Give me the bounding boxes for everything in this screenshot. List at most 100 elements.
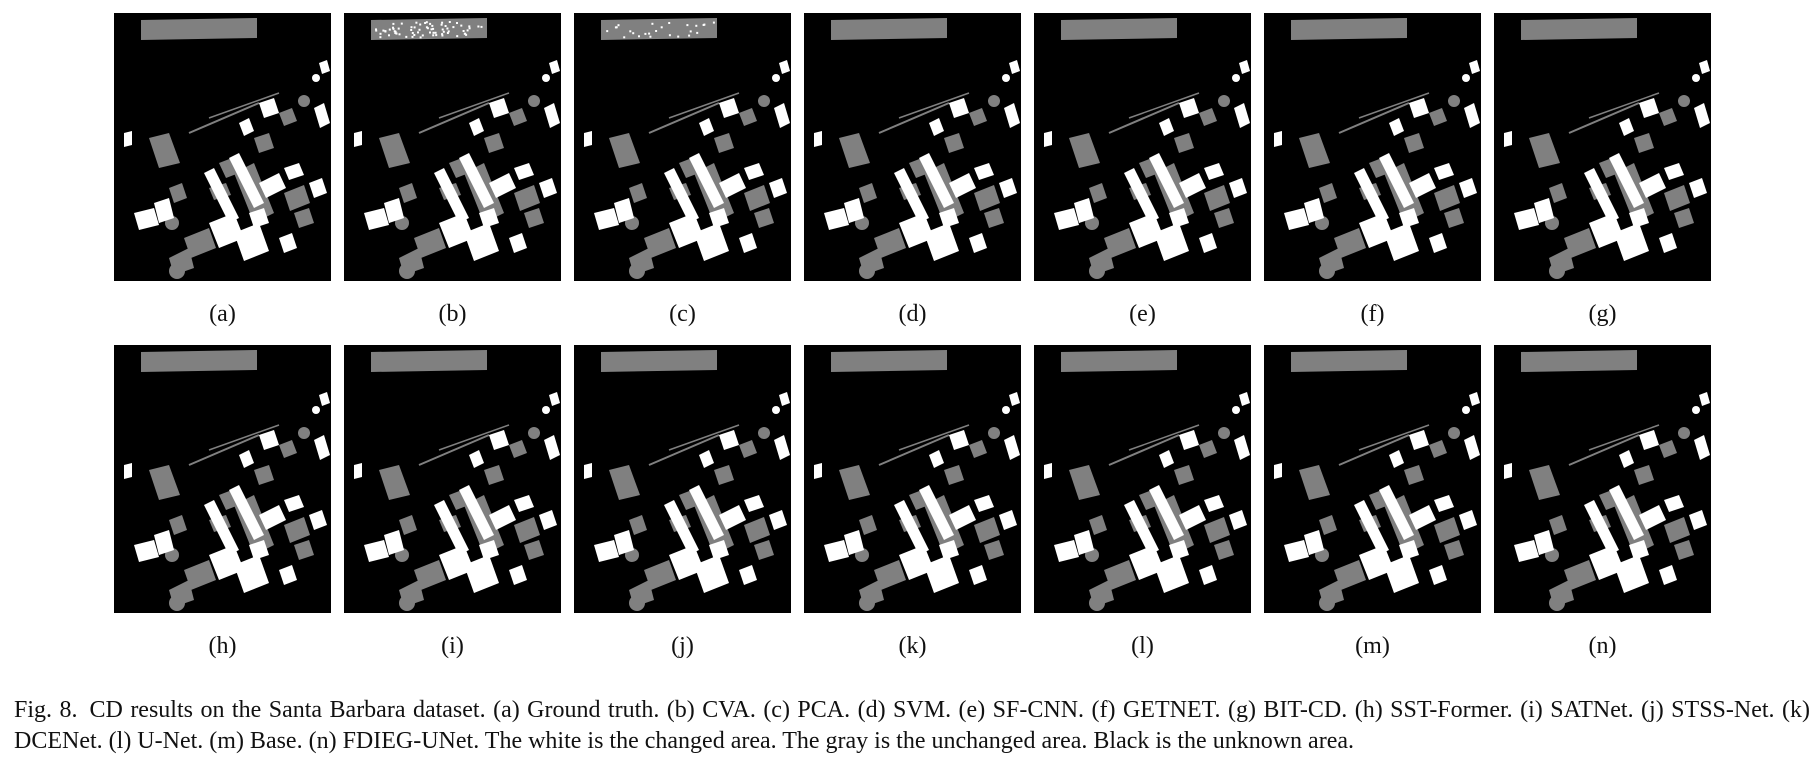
unchanged-region	[254, 465, 274, 485]
unchanged-region	[298, 427, 310, 439]
changed-region	[544, 103, 560, 128]
changed-region	[1462, 74, 1470, 82]
result-panel	[1034, 345, 1251, 613]
unchanged-region	[279, 440, 297, 458]
unchanged-region	[1338, 102, 1410, 134]
unchanged-region	[874, 228, 906, 258]
unchanged-region	[1174, 465, 1194, 485]
panel-label: (e)	[1129, 301, 1156, 327]
unchanged-region	[859, 515, 877, 535]
unchanged-region	[524, 208, 544, 228]
unchanged-region	[514, 517, 540, 543]
noise-speck	[395, 32, 398, 35]
changed-region	[719, 98, 739, 118]
changed-region	[919, 485, 954, 540]
changed-region	[1614, 223, 1649, 261]
unchanged-region	[1568, 102, 1640, 134]
changed-region	[489, 173, 516, 198]
unchanged-region	[601, 18, 717, 40]
changed-region	[154, 530, 174, 555]
unchanged-region	[1448, 427, 1460, 439]
panel-label: (c)	[669, 301, 696, 327]
noise-speck	[388, 34, 390, 37]
changed-region	[1179, 505, 1206, 530]
unchanged-region	[988, 427, 1000, 439]
unchanged-region	[648, 102, 720, 134]
changed-region	[1659, 565, 1677, 585]
unchanged-region	[399, 263, 415, 279]
unchanged-region	[371, 350, 487, 372]
unchanged-region	[149, 465, 180, 500]
changed-region	[319, 392, 330, 406]
unchanged-region	[1564, 228, 1596, 258]
changed-region	[1234, 103, 1250, 128]
changed-region	[549, 392, 560, 406]
noise-speck	[617, 24, 620, 27]
changed-region	[974, 163, 994, 180]
unchanged-region	[528, 427, 540, 439]
unchanged-region	[1299, 133, 1330, 168]
changed-region	[234, 555, 269, 593]
changed-region	[1534, 198, 1554, 223]
changed-region	[939, 208, 959, 228]
changed-region	[1002, 406, 1010, 414]
unchanged-region	[208, 424, 280, 451]
noise-speck	[447, 30, 450, 33]
changed-region	[1464, 103, 1480, 128]
changed-region	[939, 540, 959, 560]
result-panel	[1264, 345, 1481, 613]
noise-speck	[463, 32, 466, 35]
noise-speck	[384, 30, 387, 33]
noise-speck	[668, 34, 671, 37]
unchanged-region	[379, 133, 410, 168]
noise-speck	[400, 22, 403, 25]
changed-region	[894, 168, 929, 223]
changed-region	[1154, 555, 1189, 593]
changed-region	[1124, 168, 1159, 223]
unchanged-region	[878, 102, 950, 134]
changed-region	[1284, 208, 1309, 230]
unchanged-region	[859, 263, 875, 279]
unchanged-region	[839, 133, 870, 168]
changed-region	[1229, 178, 1247, 198]
result-panel	[1494, 345, 1711, 613]
result-panel	[344, 13, 561, 281]
changed-region	[719, 173, 746, 198]
unchanged-region	[484, 465, 504, 485]
unchanged-region	[484, 133, 504, 153]
changed-region	[284, 163, 304, 180]
changed-region	[1409, 430, 1429, 450]
unchanged-region	[1128, 92, 1200, 119]
changed-region	[509, 565, 527, 585]
unchanged-region	[1659, 440, 1677, 458]
unchanged-region	[169, 595, 185, 611]
changed-region	[259, 98, 279, 118]
changed-region	[1409, 173, 1436, 198]
changed-region	[774, 103, 790, 128]
changed-region	[514, 495, 534, 512]
noise-speck	[677, 35, 680, 38]
noise-speck	[702, 24, 705, 26]
changed-region	[124, 463, 132, 479]
result-panel	[574, 345, 791, 613]
changed-region	[1619, 450, 1634, 468]
changed-region	[1699, 60, 1710, 74]
changed-region	[924, 223, 959, 261]
noise-speck	[696, 31, 699, 34]
changed-region	[1159, 118, 1174, 136]
changed-region	[969, 565, 987, 585]
changed-region	[479, 540, 499, 560]
changed-region	[844, 530, 864, 555]
noise-speck	[419, 23, 422, 26]
noise-speck	[397, 27, 400, 30]
changed-region	[1384, 555, 1419, 593]
unchanged-region	[149, 133, 180, 168]
changed-region	[279, 233, 297, 253]
changed-region	[239, 450, 254, 468]
noise-speck	[379, 32, 382, 35]
unchanged-region	[1429, 108, 1447, 126]
noise-speck	[435, 34, 438, 37]
changed-region	[949, 98, 969, 118]
changed-region	[1689, 510, 1707, 530]
noise-speck	[411, 32, 414, 34]
